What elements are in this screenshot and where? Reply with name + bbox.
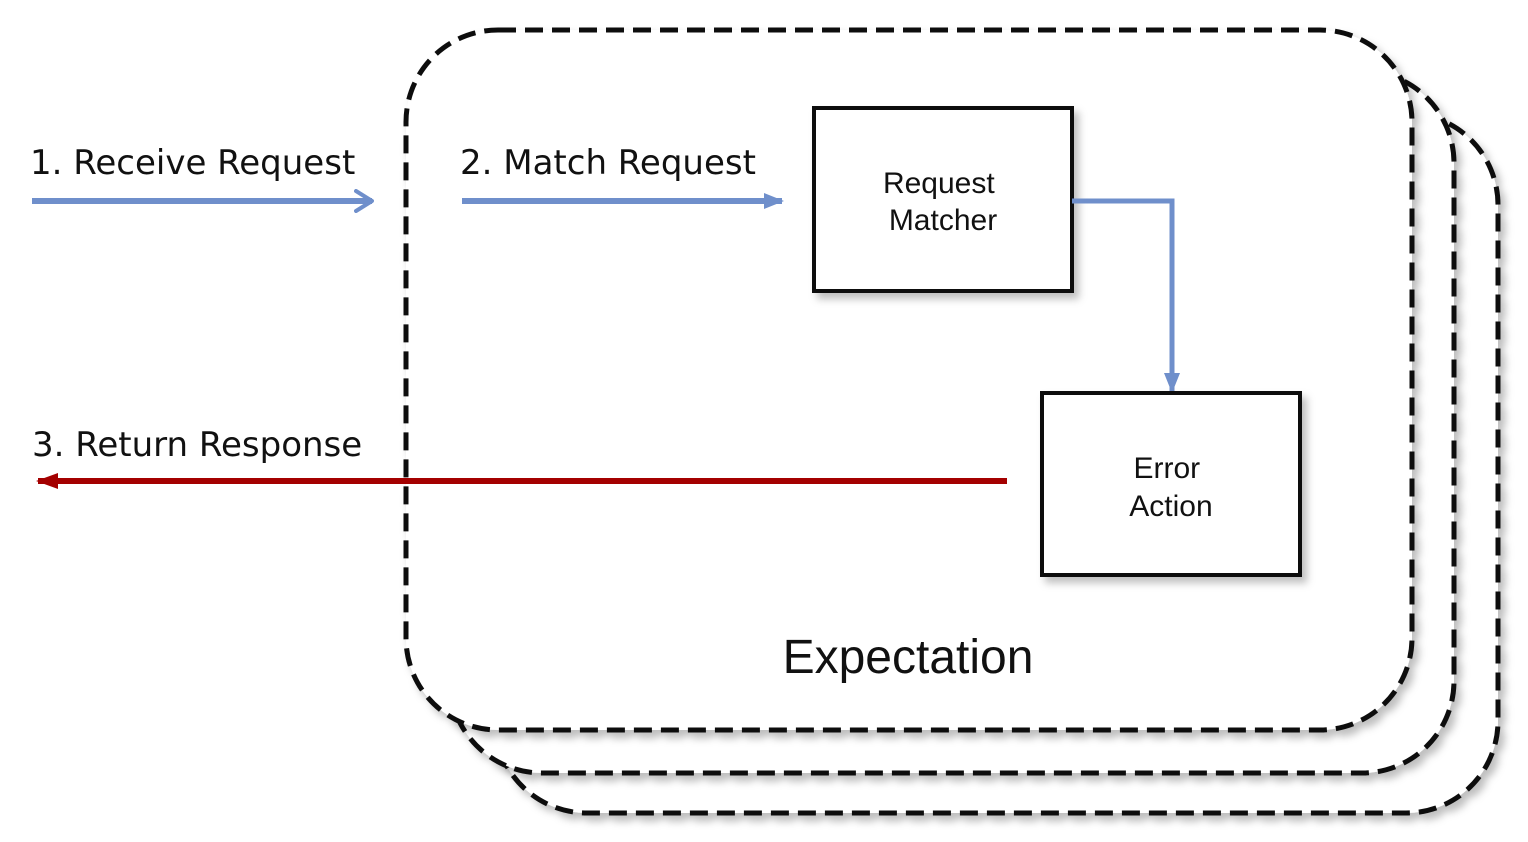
svg-text:Request Matcher: Request Matcher: [883, 167, 1003, 237]
receive-request-label: 1. Receive Request: [30, 143, 355, 183]
request-matcher-label-line2: Matcher: [889, 204, 997, 237]
request-matcher-label-line1: Request: [883, 167, 995, 200]
matcher-to-action-connector: [1072, 198, 1180, 393]
error-action-label-line2: Action: [1129, 490, 1212, 523]
match-request-label: 2. Match Request: [460, 143, 756, 183]
error-action-label-line1: Error: [1133, 452, 1200, 485]
request-matcher-box: Request Matcher: [812, 106, 1074, 293]
return-response-label: 3. Return Response: [32, 425, 362, 465]
error-action-box: Error Action: [1040, 391, 1302, 577]
expectation-label: Expectation: [783, 631, 1034, 684]
svg-text:Error Action: Error Action: [1129, 452, 1212, 523]
